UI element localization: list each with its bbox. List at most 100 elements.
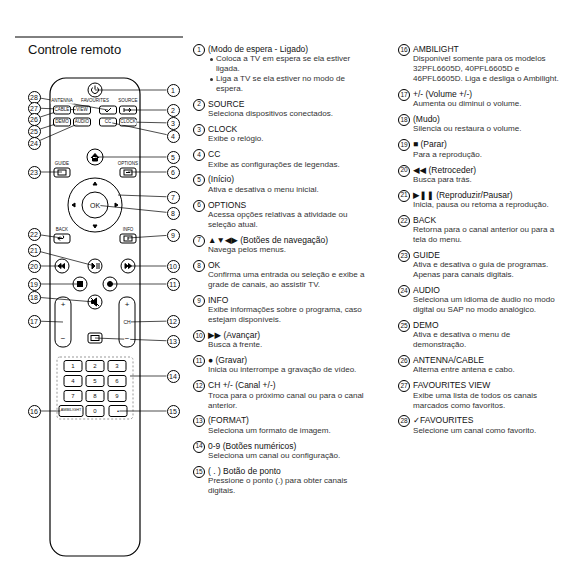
entry-heading: ● (Gravar) bbox=[208, 355, 371, 365]
callout-circle: 13 bbox=[167, 335, 180, 348]
button-label: INFO bbox=[122, 227, 134, 232]
entry-number: 2 bbox=[193, 99, 205, 111]
entry-text: Selecione um canal como favorito. bbox=[413, 426, 536, 435]
entry-number: 10 bbox=[193, 330, 205, 342]
entry-text: Retorna para o canal anterior ou para a … bbox=[413, 225, 554, 244]
leader-line bbox=[130, 376, 167, 377]
entry-body: Silencia ou restaura o volume. bbox=[413, 124, 564, 134]
description-entry: 7▲▼◀▶ (Botões de navegação)Navega pelos … bbox=[193, 235, 371, 255]
button-label: CABLE bbox=[54, 108, 70, 113]
callout-circle: 3 bbox=[167, 117, 180, 130]
entry-body: Exibe as configurações de legendas. bbox=[208, 160, 371, 170]
entry-text: Troca para o próximo canal ou para o can… bbox=[208, 391, 364, 410]
callout-circle: 7 bbox=[167, 191, 180, 204]
button-label: OK bbox=[89, 202, 100, 209]
callout-number: 10 bbox=[169, 263, 177, 270]
bullet-dot bbox=[210, 58, 213, 61]
back-info-buttons bbox=[54, 234, 136, 243]
entry-heading: ■ (Parar) bbox=[413, 139, 564, 149]
leader-line bbox=[40, 252, 95, 266]
entry-heading: (Início) bbox=[208, 174, 371, 184]
entry-heading: (Mudo) bbox=[413, 114, 564, 124]
entry-text: Ativa e desativa o menu inicial. bbox=[208, 185, 319, 194]
description-entry: 15( . ) Botão de pontoPressione o ponto … bbox=[193, 466, 371, 496]
callout-number: 1 bbox=[171, 87, 175, 94]
entry-body: Exibe o relógio. bbox=[208, 134, 371, 144]
entry-body: Ativa e desativa o guia de programas. Ap… bbox=[413, 260, 564, 280]
entry-number: 25 bbox=[398, 320, 410, 332]
description-entry: 5(Início)Ativa e desativa o menu inicial… bbox=[193, 174, 371, 194]
button-label: ANTENNA bbox=[51, 99, 74, 104]
entry-heading: OK bbox=[208, 260, 371, 270]
callout-number: 19 bbox=[30, 281, 38, 288]
bullet-dot bbox=[210, 78, 213, 81]
entry-text: Ativa e desativa o guia de programas. Ap… bbox=[413, 260, 548, 279]
leader-line bbox=[127, 321, 167, 323]
navigation-ring bbox=[68, 178, 122, 232]
callout-number: 20 bbox=[30, 263, 38, 270]
entry-number: 8 bbox=[193, 260, 205, 272]
description-column: 1(Modo de espera - Ligado)Coloca a TV em… bbox=[193, 44, 371, 501]
entry-text: Inicia ou interrompe a gravação de vídeo… bbox=[208, 365, 356, 374]
entry-text: Navega pelos menus. bbox=[208, 245, 286, 254]
entry-text: Seleciona um idioma de áudio no modo dig… bbox=[413, 295, 555, 314]
entry-number: 13 bbox=[193, 415, 205, 427]
entry-heading: FAVOURITES VIEW bbox=[413, 380, 564, 390]
entry-heading: AUDIO bbox=[413, 285, 564, 295]
entry-body: Selecione um canal como favorito. bbox=[413, 426, 564, 436]
leader-line bbox=[40, 235, 62, 238]
callout-circle: 22 bbox=[28, 228, 41, 241]
callout-number: 25 bbox=[30, 128, 38, 135]
entry-number: 1 bbox=[193, 44, 205, 56]
entry-text: Coloca a TV em espera se ela estiver lig… bbox=[216, 54, 350, 73]
callout-circle: 21 bbox=[28, 244, 41, 257]
entry-text: Confirma uma entrada ou seleção e exibe … bbox=[208, 270, 364, 289]
leader-line bbox=[118, 195, 167, 197]
description-column: 16AMBILIGHTDisponível somente para os mo… bbox=[398, 44, 564, 441]
leader-line bbox=[128, 235, 167, 238]
button-label: 2 bbox=[93, 363, 97, 369]
key-button bbox=[86, 376, 104, 387]
entry-body: Busca para trás. bbox=[413, 175, 564, 185]
description-entry: 13(FORMAT)Seleciona um formato de imagem… bbox=[193, 415, 371, 435]
callout-circle: 15 bbox=[167, 405, 180, 418]
entry-number: 23 bbox=[398, 250, 410, 262]
entry-number: 27 bbox=[398, 380, 410, 392]
entry-text: Exibe o relógio. bbox=[208, 134, 264, 143]
button-label: BACK bbox=[55, 227, 68, 232]
entry-number: 5 bbox=[193, 174, 205, 186]
leader-line bbox=[41, 266, 63, 267]
entry-body: Alterna entre antena e cabo. bbox=[413, 365, 564, 375]
entry-number: 7 bbox=[193, 235, 205, 247]
entry-text: Inicia, pausa ou retoma a reprodução. bbox=[413, 200, 549, 209]
callout-circle: 26 bbox=[28, 113, 41, 126]
button-label: 5 bbox=[93, 378, 97, 384]
leader-line bbox=[95, 157, 167, 158]
callout-number: 16 bbox=[30, 408, 38, 415]
entry-heading: (FORMAT) bbox=[208, 415, 371, 425]
entry-body: Coloca a TV em espera se ela estiver lig… bbox=[208, 54, 371, 74]
entry-number: 15 bbox=[193, 466, 205, 478]
entry-number: 26 bbox=[398, 355, 410, 367]
callout-number: 3 bbox=[171, 120, 175, 127]
callout-number: 12 bbox=[169, 318, 177, 325]
button-label: SOURCE bbox=[118, 99, 138, 104]
entry-heading: CH +/- (Canal +/-) bbox=[208, 380, 371, 390]
key-button bbox=[108, 361, 126, 372]
entry-heading: OPTIONS bbox=[208, 200, 371, 210]
button-label: CH bbox=[123, 320, 131, 325]
leader-line bbox=[128, 172, 167, 173]
button-label: − bbox=[60, 335, 66, 343]
callout-circle: 4 bbox=[167, 130, 180, 143]
entry-heading: CLOCK bbox=[208, 124, 371, 134]
description-entry: 26ANTENNA/CABLEAlterna entre antena e ca… bbox=[398, 355, 564, 375]
description-entry: 6OPTIONSAcessa opções relativas à ativid… bbox=[193, 200, 371, 230]
button-label: 6 bbox=[115, 378, 119, 384]
guide-options-buttons bbox=[54, 168, 136, 177]
key-button bbox=[64, 391, 82, 402]
description-entry: 16AMBILIGHTDisponível somente para os mo… bbox=[398, 44, 564, 84]
description-entry: 4CCExibe as configurações de legendas. bbox=[193, 149, 371, 169]
entry-body: Inicia, pausa ou retoma a reprodução. bbox=[413, 200, 564, 210]
callout-number: 13 bbox=[169, 338, 177, 345]
